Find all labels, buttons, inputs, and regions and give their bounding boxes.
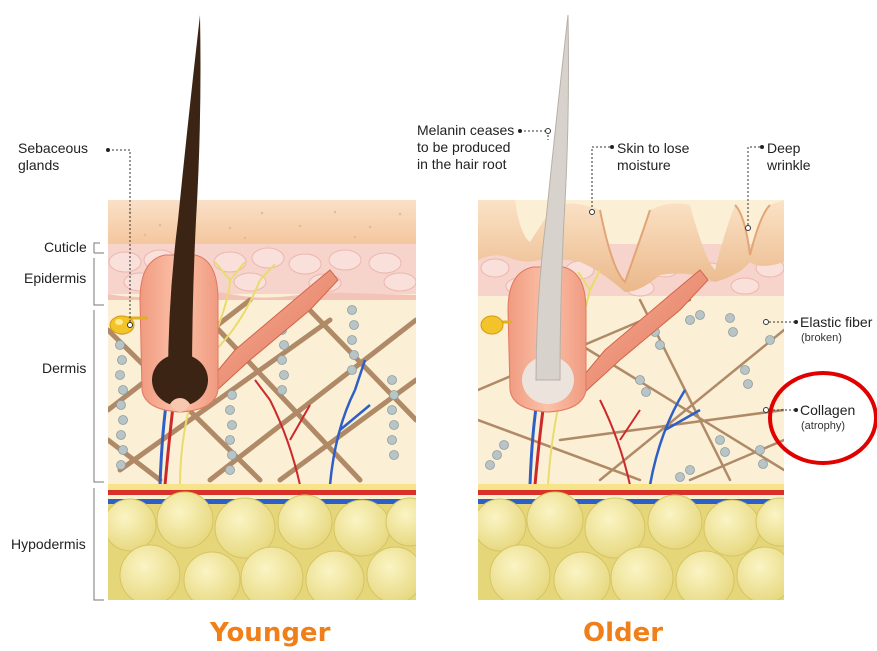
label-cuticle: Cuticle (44, 239, 87, 256)
label-epidermis: Epidermis (24, 270, 86, 287)
caption-older: Older (583, 618, 663, 648)
layer-bracket (94, 243, 104, 600)
label-sebaceous-glands: Sebaceous glands (18, 140, 88, 174)
older-skin-section (474, 200, 804, 609)
label-collagen-atrophy: (atrophy) (801, 420, 845, 432)
label-elastic-fiber: Elastic fiber (800, 314, 872, 331)
label-melanin: Melanin ceases to be produced in the hai… (417, 122, 514, 173)
label-collagen: Collagen (800, 402, 855, 419)
caption-younger: Younger (210, 618, 330, 648)
label-deep-wrinkle: Deep wrinkle (767, 140, 811, 174)
label-elastic-broken: (broken) (801, 332, 842, 344)
cuticle-layer (108, 200, 416, 244)
label-dermis: Dermis (42, 360, 86, 377)
younger-skin-section (104, 200, 434, 609)
label-moisture: Skin to lose moisture (617, 140, 689, 174)
label-hypodermis: Hypodermis (11, 536, 86, 553)
